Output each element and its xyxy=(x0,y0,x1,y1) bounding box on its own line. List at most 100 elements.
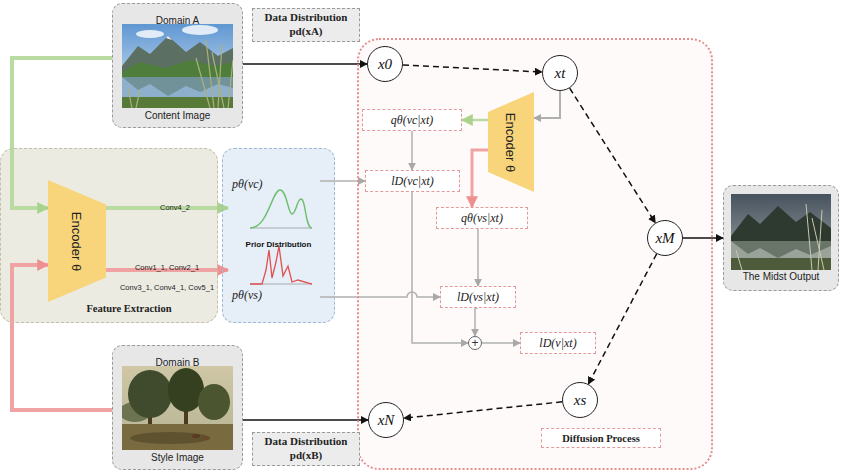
midst-output-image xyxy=(731,194,831,270)
text-slot: xN xyxy=(369,403,403,437)
prior-term: pθ(vs) xyxy=(228,243,320,305)
node-label: lD(v|xt) xyxy=(539,336,576,351)
text-slot: lD(vc|xt) xyxy=(366,171,459,191)
text-slot: The Midst Output xyxy=(724,266,838,284)
text-slot: xs xyxy=(563,383,597,417)
node-label: Encoder θ xyxy=(70,211,85,270)
panel-fill xyxy=(357,38,713,470)
state-circle: x0 xyxy=(367,46,403,82)
node-label: xM xyxy=(655,230,674,247)
encoder-outline xyxy=(488,92,534,192)
loss-box: lD(vs|xt) xyxy=(440,286,516,308)
state-circle: xM xyxy=(647,220,683,256)
node-label: + xyxy=(471,337,478,349)
panel-fill xyxy=(723,185,839,291)
node-label: pθ(vc) xyxy=(232,177,263,191)
node-label: Encoder θ xyxy=(504,112,519,171)
prior-curves xyxy=(250,190,312,284)
connector xyxy=(683,237,723,239)
diffusion-panel: Diffusion Process x0 xt qθ(vc|xt) Encoder θ l… xyxy=(357,38,713,470)
node-label: Data Distribution pd(xB) xyxy=(257,435,355,463)
node-label: qθ(vc|xt) xyxy=(391,113,434,128)
content-photo xyxy=(122,24,233,108)
connector xyxy=(570,88,656,223)
node-label: xt xyxy=(555,65,566,82)
text-slot: + xyxy=(469,337,481,349)
connector xyxy=(403,65,542,72)
text-slot: Data Distribution pd(xA) xyxy=(253,9,359,41)
feature-panel: Feature Extraction Encoder θ xyxy=(0,148,218,323)
distribution-box: Data Distribution pd(xB) xyxy=(252,432,360,466)
distribution-box: Data Distribution pd(xA) xyxy=(252,8,360,42)
panel-fill xyxy=(112,345,243,470)
text-slot: Conv4_2 xyxy=(120,196,230,214)
text-slot: Conv1_1, Conv2_1 xyxy=(112,256,222,274)
text-slot: Content Image xyxy=(113,105,242,123)
connector xyxy=(243,419,368,421)
text-slot: xt xyxy=(543,56,577,90)
text-slot: Prior Distribution xyxy=(223,233,334,251)
loss-box: lD(v|xt) xyxy=(520,332,596,354)
text-slot: qθ(vc|xt) xyxy=(363,110,461,130)
connector xyxy=(472,150,488,207)
edge-label: Conv4_2 xyxy=(160,203,190,212)
node-label: Domain A xyxy=(156,15,199,26)
node-label: x0 xyxy=(378,56,392,73)
node-label: Content Image xyxy=(145,110,211,121)
posterior-box: qθ(vc|xt) xyxy=(362,109,462,131)
connector xyxy=(477,229,479,286)
node-label: lD(vc|xt) xyxy=(391,174,434,189)
panel-fill xyxy=(222,148,335,323)
text-slot: lD(v|xt) xyxy=(521,333,595,353)
text-slot: Diffusion Process xyxy=(541,428,661,448)
encoder-trapezoid: Encoder θ xyxy=(488,92,534,192)
node-label: lD(vs|xt) xyxy=(457,290,499,305)
text-slot: Feature Extraction xyxy=(41,298,217,316)
encoder-outline xyxy=(48,180,106,302)
node-label: Prior Distribution xyxy=(246,240,312,249)
connector xyxy=(12,58,112,208)
prior-term: pθ(vc) xyxy=(228,172,320,230)
text-slot: Domain B xyxy=(113,352,242,370)
connector xyxy=(243,63,367,65)
node-label: qθ(vs|xt) xyxy=(461,211,503,226)
text-slot: Domain A xyxy=(113,10,242,28)
text-slot: qθ(vs|xt) xyxy=(437,208,527,228)
connector xyxy=(534,91,560,118)
text-slot: Data Distribution pd(xB) xyxy=(253,433,359,465)
panel-fill xyxy=(0,148,218,323)
edge-label: Conv1_1, Conv2_1 xyxy=(135,263,199,272)
posterior-box: qθ(vs|xt) xyxy=(436,207,528,229)
connector xyxy=(475,308,478,336)
sum-circle: + xyxy=(468,336,482,350)
prior-panel: Prior Distribution pθ(vc) pθ(vs) xyxy=(222,148,335,323)
state-circle: xs xyxy=(562,382,598,418)
text-slot: pθ(vs) xyxy=(232,285,262,303)
node-label: Feature Extraction xyxy=(86,303,171,314)
connector xyxy=(588,254,656,384)
connector xyxy=(411,131,413,170)
image-box: Domain A Content Image xyxy=(112,3,243,128)
text-slot: lD(vs|xt) xyxy=(441,287,515,307)
connector xyxy=(462,119,488,122)
encoder-trapezoid: Encoder θ xyxy=(48,180,106,302)
text-slot: xM xyxy=(648,221,682,255)
node-label: Domain B xyxy=(156,357,200,368)
image-box: The Midst Output xyxy=(723,185,839,291)
loss-box: lD(vc|xt) xyxy=(365,170,460,192)
image-box: Domain B Style Image xyxy=(112,345,243,470)
text-slot: Style Image xyxy=(113,447,242,465)
text-slot: Conv3_1, Conv4_1, Cov5_1 xyxy=(112,276,222,294)
style-painting xyxy=(122,366,233,450)
node-label: Data Distribution pd(xA) xyxy=(257,11,355,39)
state-circle: xt xyxy=(542,55,578,91)
node-label: Style Image xyxy=(151,452,204,463)
connector xyxy=(482,342,520,344)
connector xyxy=(320,292,440,297)
text-slot: x0 xyxy=(368,47,402,81)
text-slot: Encoder θ xyxy=(48,180,106,302)
node-label: xN xyxy=(378,412,395,429)
state-circle: xN xyxy=(368,402,404,438)
connector xyxy=(404,402,562,418)
